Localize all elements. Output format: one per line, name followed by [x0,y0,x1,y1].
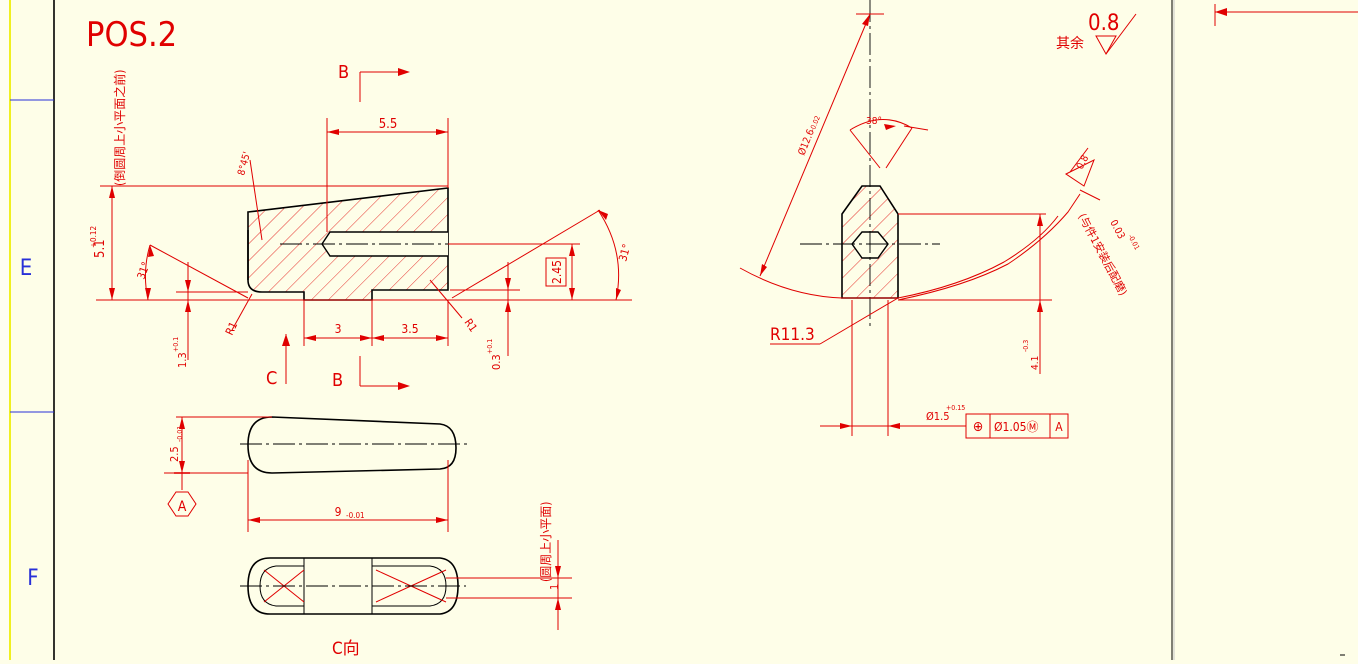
zone-label-e: E [20,256,33,281]
dim-angle-right [451,209,621,301]
dim-angle-left-text: 31° [135,260,153,281]
dim-right-tol: -0.01 [1126,233,1141,251]
general-roughness-symbol [1095,13,1137,56]
side-view [739,0,1081,436]
dim-slot-left-text: 3 [335,322,342,336]
section-label-b-top: B [338,62,349,83]
view-c-label: C向 [332,639,360,659]
dim-height-note: (倒圆周上小平面之前) [112,70,127,186]
frame-tolerance-value: Ø1.05Ⓜ [994,420,1039,434]
zone-label-f: F [27,566,38,591]
dim-height-text: 5.1 [93,239,108,258]
dim-hole-dia: Ø1.5 [926,410,950,423]
dim-height [96,185,632,301]
section-label-b-bottom: B [332,370,343,391]
dim-chamfer-right-tol: +0.1 [486,339,494,354]
section-mark-c [282,334,290,384]
radius-left-text: R1 [223,320,240,337]
dim-chamfer-right [450,262,520,356]
section-label-c: C [266,368,277,389]
roughness-note: 其余 [1056,35,1084,52]
dim-chamfer-left-tol: +0.1 [172,337,180,352]
section-mark-b-bottom [359,356,410,390]
dim-radius-11: R11.3 [770,325,815,345]
dim-slot [303,300,449,346]
dim-chamfer-left [176,262,248,360]
view-c [240,540,572,630]
dim-height-tol: +0.12 [89,226,98,248]
dim-angle-left [144,244,249,301]
dim-length-top-text: 5.5 [379,117,398,132]
radius-right-leader [429,279,463,319]
frame-position-symbol: ⊕ [973,419,984,435]
assembly-callout [1065,147,1101,201]
radius-left-leader [231,293,253,331]
dim-flat-note: (圆周上小平面) [539,502,553,582]
roughness-value: 0.8 [1088,11,1119,36]
dim-step [448,243,580,300]
part-title: POS.2 [86,15,177,55]
section-mark-b-top [359,68,410,102]
datum-a-label: A [178,499,187,515]
dim-chamfer-left-text: 1.3 [176,352,189,368]
dim-hole-tol: +0.15 [946,404,965,412]
top-view [164,416,468,532]
dim-depth-text: 4.1 [1030,356,1041,370]
dim-width-text: 2.5 [168,446,181,462]
dim-angle-38: 38° [866,116,882,127]
dim-depth-tol: -0.3 [1022,340,1030,352]
dim-width-tol: -0.01 [176,426,184,442]
dim-length-bottom-tol: -0.01 [346,511,365,520]
dim-slot-right-text: 3.5 [401,322,418,336]
dim-angle-right-text: 31° [616,242,633,262]
dim-right-text: 0.03 [1107,218,1126,241]
radius-right-text: R1 [462,316,480,334]
dim-step-text: 2.45 [550,260,564,284]
assembly-note: (与件1安装后配磨) [1075,211,1130,298]
main-section-view [247,187,470,301]
dim-length-top [326,118,449,232]
dim-flat-value: 1 [548,584,561,590]
dim-length-bottom-text: 9 [335,505,342,519]
frame-datum: A [1055,420,1063,434]
taper-leader [249,159,263,241]
dim-chamfer-right-text: 0.3 [490,354,503,370]
position-tolerance-frame [888,413,1069,439]
dim-dia-big-tol: -0.02 [808,115,822,133]
